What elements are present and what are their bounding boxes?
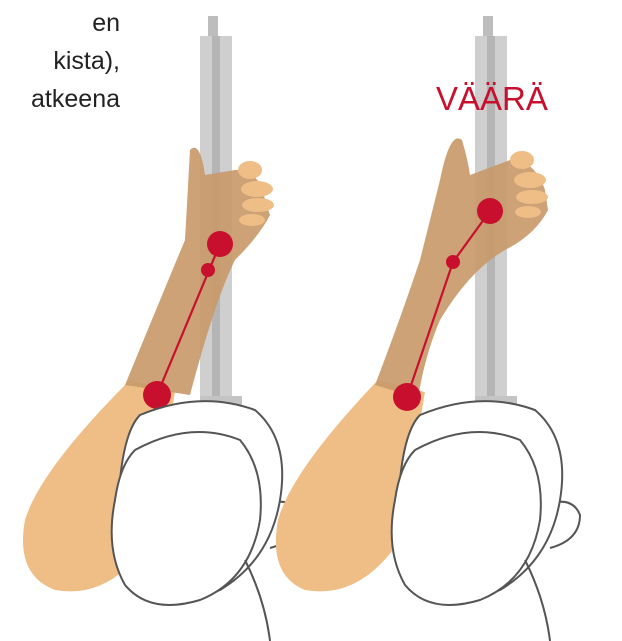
panel-correct (23, 16, 300, 641)
elbow-joint-right (393, 383, 421, 411)
wrist-joint-left (207, 231, 233, 257)
panel-wrong: VÄÄRÄ (276, 16, 580, 641)
mid-forearm-point-right (446, 255, 460, 269)
mid-forearm-point-left (201, 263, 215, 277)
elbow-joint-left (143, 381, 171, 409)
wrist-joint-right (477, 198, 503, 224)
head-left (112, 401, 300, 641)
head-right (392, 401, 580, 641)
wrong-label: VÄÄRÄ (436, 80, 548, 117)
